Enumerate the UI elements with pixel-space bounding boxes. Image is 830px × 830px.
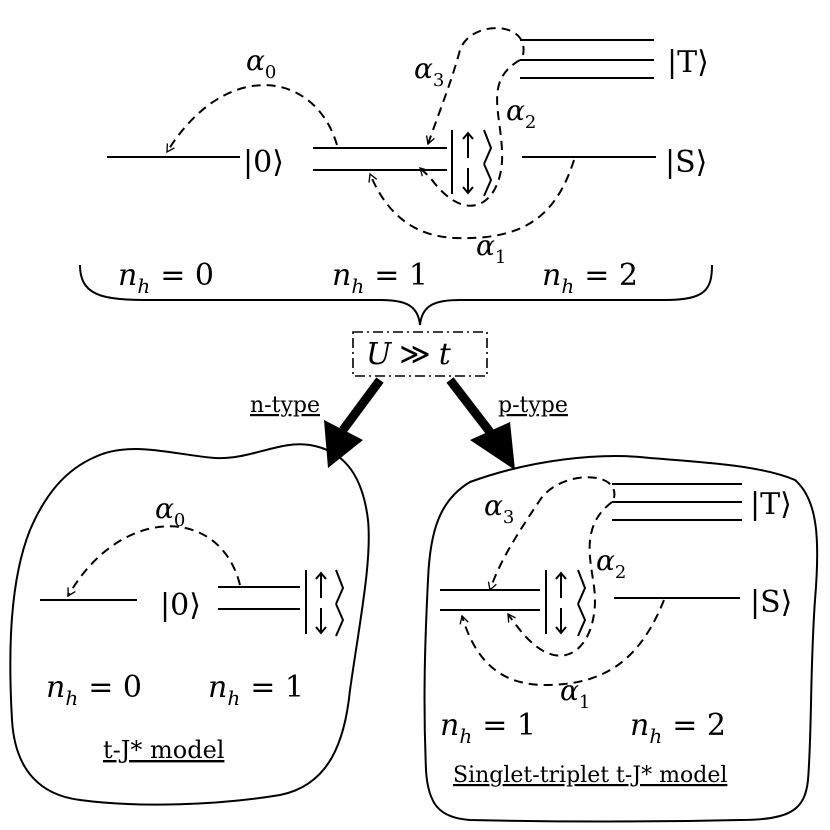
right-hop-arrow-alpha2 [507,501,613,657]
right-ket-t: |T⟩ [750,487,792,522]
right-hop-arrow-alpha3 [487,476,616,592]
left-panel: |0⟩ α0 nh= 0 nh= 1 t-J* model [9,443,370,806]
alpha1-label: α1 [476,229,506,268]
left-alpha0-label: α0 [155,492,185,531]
left-ket-updown [305,569,345,637]
right-blob [423,455,819,823]
right-ket-updown [545,569,587,637]
arrow-n-type-head [324,420,363,468]
right-alpha2-label: α2 [596,544,626,583]
right-ket-s: |S⟩ [750,585,792,620]
alpha2-label: α2 [506,94,536,133]
label-n-type: n-type [250,393,320,418]
right-hop-arrow-alpha1 [459,599,665,687]
nh0-label: nh= 0 [118,258,214,298]
branch-arrows: n-type p-type [250,377,568,470]
top-section: |0⟩ |S⟩ |T⟩ α0 α3 α2 α1 nh= 0 [79,27,713,326]
arrow-n-type [339,377,384,433]
nh2-label: nh= 2 [542,258,638,298]
right-nh1-label: nh= 1 [440,708,536,748]
left-blob [9,443,370,806]
right-alpha1-label: α1 [560,674,590,713]
right-model-label: Singlet-triplet t-J* model [453,763,727,788]
hop-arrow-alpha3 [425,27,525,146]
ket-updown [451,129,493,197]
curly-brace [79,264,713,326]
ket-t: |T⟩ [667,45,709,80]
ket-zero: |0⟩ [243,145,284,180]
right-panel: |T⟩ |S⟩ α3 α2 α1 nh= 1 nh= 2 Singlet-tri… [423,455,819,823]
arrow-p-type [446,377,494,435]
hop-arrow-alpha1 [368,159,575,240]
ket-s: |S⟩ [665,145,707,180]
left-nh1-label: nh= 1 [208,670,304,710]
condition-text: U≫t [366,337,452,372]
hop-arrow-alpha0 [166,84,338,154]
label-p-type: p-type [498,393,568,418]
right-alpha3-label: α3 [484,489,514,528]
condition-box: U≫t [352,331,488,377]
nh1-label: nh= 1 [332,258,428,298]
left-nh0-label: nh= 0 [46,670,142,710]
alpha0-label: α0 [246,44,276,83]
right-nh2-label: nh= 2 [630,708,726,748]
left-model-label: t-J* model [103,736,224,764]
left-ket-zero: |0⟩ [160,588,201,623]
arrow-p-type-head [470,422,515,470]
left-hop-arrow-alpha0 [67,525,241,598]
alpha3-label: α3 [414,52,444,91]
